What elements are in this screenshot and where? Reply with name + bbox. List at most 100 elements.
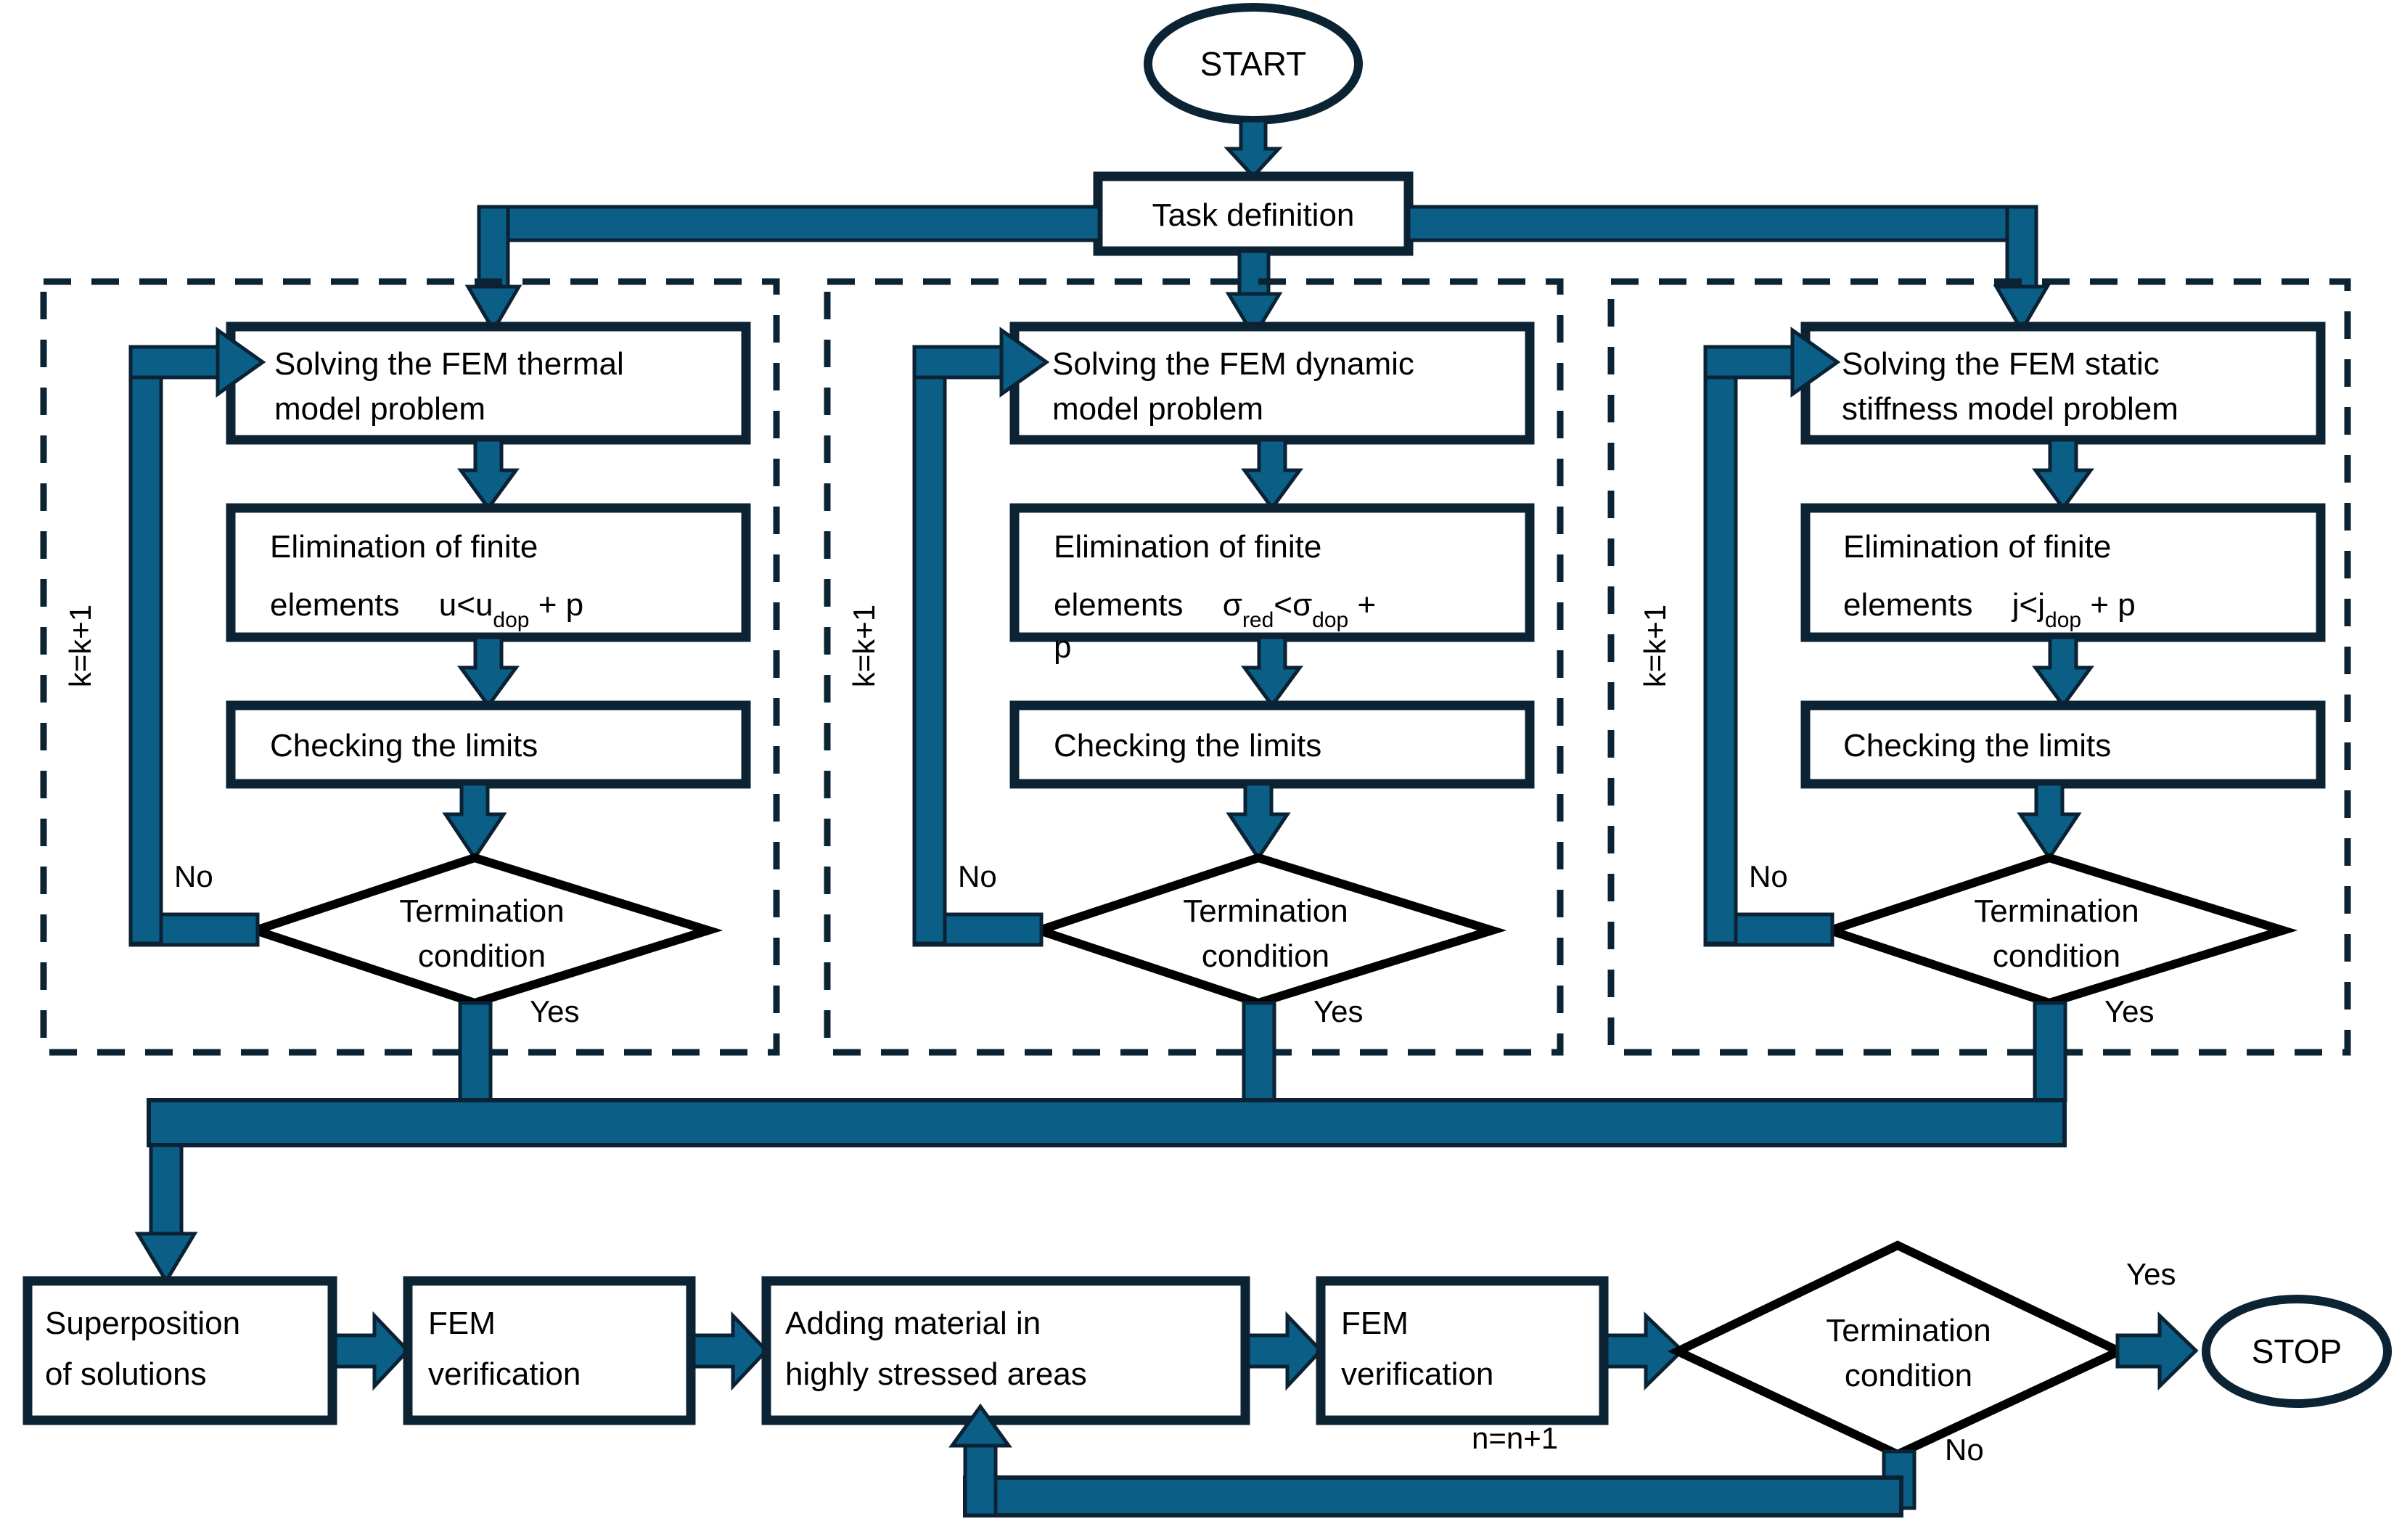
dynamic-checking-label: Checking the limits xyxy=(1054,728,1321,763)
thermal-checking-box: Checking the limits xyxy=(226,700,751,789)
dynamic-decision-line1: Termination xyxy=(1183,893,1348,929)
static-decision-line1: Termination xyxy=(1974,893,2139,929)
task-definition-box: Task definition xyxy=(1093,171,1414,256)
arrow-static-checking-to-decision xyxy=(2017,782,2082,861)
start-label: START xyxy=(1200,45,1307,83)
dynamic-eliminate-overflow: p xyxy=(1054,629,1071,665)
arrow-superposition-to-fem1 xyxy=(333,1311,411,1391)
static-yes-label: Yes xyxy=(2104,994,2155,1028)
bottom-decision-diamond: Termination condition xyxy=(1668,1240,2130,1459)
thermal-loop-label: k=k+1 xyxy=(63,605,97,687)
static-decision-line2: condition xyxy=(1993,938,2120,974)
bottom-loop-label: n=n+1 xyxy=(1472,1421,1558,1455)
bottom-decision-line2: condition xyxy=(1845,1358,1972,1393)
arrow-static-solve-to-eliminate xyxy=(2032,438,2094,512)
task-definition-label: Task definition xyxy=(1152,197,1355,233)
arrow-thermal-checking-to-decision xyxy=(442,782,507,861)
fem-verification-2-line1: FEM xyxy=(1341,1306,1409,1341)
stop-label: STOP xyxy=(2252,1332,2342,1370)
thermal-solve-line1: Solving the FEM thermal xyxy=(274,346,624,382)
thermal-eliminate-prefix: elements xyxy=(270,587,400,623)
dynamic-solve-line2: model problem xyxy=(1052,391,1263,427)
connector-task-to-static xyxy=(1406,205,2051,334)
thermal-eliminate-line2: elements u<udop + p xyxy=(270,587,583,632)
thermal-eliminate-expr-pre: u<u xyxy=(439,587,493,623)
adding-line1: Adding material in xyxy=(785,1306,1041,1341)
fem-verification-1-line2: verification xyxy=(428,1356,581,1392)
arrow-dynamic-solve-to-eliminate xyxy=(1241,438,1303,512)
arrow-dynamic-eliminate-to-checking xyxy=(1241,635,1303,709)
static-eliminate-line1: Elimination of finite xyxy=(1843,529,2111,565)
thermal-no-feedback-loop xyxy=(128,327,266,947)
fem-verification-2-box: FEM verification xyxy=(1316,1276,1609,1425)
bottom-decision-line1: Termination xyxy=(1826,1313,1991,1348)
branch-group-thermal xyxy=(40,278,780,1056)
static-no-feedback-loop xyxy=(1703,327,1841,947)
arrow-decision-to-stop xyxy=(2115,1311,2199,1390)
dynamic-no-feedback-loop xyxy=(912,327,1050,947)
static-solve-line2: stiffness model problem xyxy=(1842,391,2178,427)
static-eliminate-prefix: elements xyxy=(1843,587,1973,623)
branch-group-static xyxy=(1607,278,2351,1056)
static-eliminate-expr-pre: j<j xyxy=(2011,587,2045,623)
thermal-eliminate-line1: Elimination of finite xyxy=(270,529,538,565)
bottom-yes-label: Yes xyxy=(2126,1257,2176,1291)
arrow-fem2-to-decision xyxy=(1604,1311,1685,1390)
arrow-start-to-task xyxy=(1223,118,1283,179)
thermal-eliminate-expr-sub: dop xyxy=(493,608,529,632)
adding-material-box: Adding material in highly stressed areas xyxy=(761,1276,1250,1425)
branch-group-dynamic xyxy=(824,278,1564,1056)
arrow-static-eliminate-to-checking xyxy=(2032,635,2094,709)
thermal-eliminate-box: Elimination of finite elements u<udop + … xyxy=(226,503,751,642)
static-eliminate-expr-sub: dop xyxy=(2045,608,2081,632)
dynamic-decision-line2: condition xyxy=(1202,938,1329,974)
bottom-no-feedback-loop xyxy=(948,1403,1917,1518)
start-terminator: START xyxy=(1144,3,1363,125)
superposition-line1: Superposition xyxy=(45,1306,240,1341)
bottom-no-label: No xyxy=(1945,1433,1984,1467)
dynamic-eliminate-expr-mid: <σ xyxy=(1274,587,1312,623)
thermal-decision-line1: Termination xyxy=(399,893,564,929)
arrow-adding-to-fem2 xyxy=(1246,1311,1324,1391)
static-checking-label: Checking the limits xyxy=(1843,728,2111,763)
dynamic-eliminate-expr-sub2: dop xyxy=(1312,608,1348,632)
static-eliminate-expr-post: + p xyxy=(2081,587,2136,623)
arrow-merge-to-superposition xyxy=(134,1143,198,1285)
static-eliminate-line2: elements j<jdop + p xyxy=(1843,587,2136,632)
dynamic-eliminate-line1: Elimination of finite xyxy=(1054,529,1321,565)
static-no-label: No xyxy=(1749,859,1788,893)
dynamic-eliminate-box: Elimination of finite elements σred<σdop… xyxy=(1009,503,1535,665)
arrow-thermal-solve-to-eliminate xyxy=(457,438,520,512)
static-loop-label: k=k+1 xyxy=(1638,605,1672,687)
thermal-yes-label: Yes xyxy=(530,994,580,1028)
merge-stems xyxy=(458,1001,2067,1102)
thermal-no-label: No xyxy=(174,859,213,893)
superposition-line2: of solutions xyxy=(45,1356,207,1392)
dynamic-yes-label: Yes xyxy=(1313,994,1364,1028)
dynamic-eliminate-expr-sub: red xyxy=(1242,608,1274,632)
thermal-decision-diamond: Termination condition xyxy=(241,853,723,1008)
fem-verification-1-box: FEM verification xyxy=(403,1276,696,1425)
arrow-thermal-eliminate-to-checking xyxy=(457,635,520,709)
superposition-box: Superposition of solutions xyxy=(22,1276,337,1425)
thermal-decision-line2: condition xyxy=(418,938,546,974)
thermal-eliminate-expr-post: + p xyxy=(529,587,583,623)
dynamic-eliminate-line2: elements σred<σdop + xyxy=(1054,587,1376,632)
dynamic-eliminate-expr-post: + xyxy=(1348,587,1376,623)
static-solve-box: Solving the FEM static stiffness model p… xyxy=(1800,321,2326,445)
merge-bar xyxy=(147,1098,2067,1147)
dynamic-decision-diamond: Termination condition xyxy=(1025,853,1507,1008)
fem-verification-2-line2: verification xyxy=(1341,1356,1493,1392)
connector-task-to-dynamic xyxy=(1225,249,1283,340)
static-checking-box: Checking the limits xyxy=(1800,700,2326,789)
thermal-checking-label: Checking the limits xyxy=(270,728,538,763)
dynamic-checking-box: Checking the limits xyxy=(1009,700,1535,789)
static-decision-diamond: Termination condition xyxy=(1816,853,2298,1008)
dynamic-solve-line1: Solving the FEM dynamic xyxy=(1052,346,1414,382)
dynamic-eliminate-expr-pre: σ xyxy=(1223,587,1242,623)
dynamic-eliminate-prefix: elements xyxy=(1054,587,1184,623)
stop-terminator: STOP xyxy=(2202,1295,2392,1408)
static-solve-line1: Solving the FEM static xyxy=(1842,346,2160,382)
arrow-fem1-to-adding xyxy=(692,1311,769,1391)
